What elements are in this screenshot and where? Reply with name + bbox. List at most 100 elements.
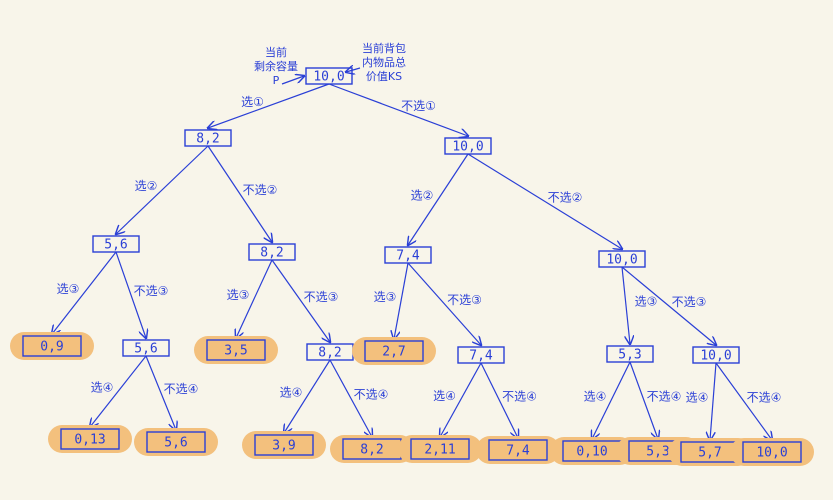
leaf-highlight: [550, 437, 634, 465]
tree-edge: [329, 359, 372, 437]
edge-label: 不选②: [548, 191, 583, 205]
node-label: 8,2: [196, 132, 219, 147]
edge-label: 不选③: [304, 290, 339, 304]
edge-label: 选③: [227, 288, 250, 302]
node-box: [206, 339, 266, 361]
state-node: 10,0: [444, 137, 492, 155]
state-node: 10,0: [598, 250, 646, 268]
leaf-node: 0,10: [550, 437, 634, 465]
edge-label: 不选④: [354, 388, 389, 402]
leaf-node: 5,7: [668, 438, 752, 466]
state-node: 10,0: [305, 67, 353, 85]
leaf-highlight: [668, 438, 752, 466]
node-label: 10,0: [313, 70, 344, 85]
node-label: 10,0: [452, 140, 483, 155]
state-node: 5,3: [606, 345, 654, 363]
annotation-current-value: 内物品总: [362, 55, 406, 69]
tree-edge: [284, 359, 331, 433]
node-box: [742, 441, 802, 463]
annotation-current-value: 价值KS: [366, 70, 402, 83]
leaf-node: 3,5: [194, 336, 278, 364]
edge-label: 选④: [280, 386, 303, 400]
node-label: 5,7: [698, 446, 721, 461]
state-node: 8,2: [248, 243, 296, 261]
node-box: [598, 250, 646, 268]
node-box: [384, 246, 432, 264]
state-node: 10,0: [692, 346, 740, 364]
node-label: 5,6: [134, 342, 157, 357]
node-label: 5,6: [104, 238, 127, 253]
tree-edge: [207, 145, 272, 242]
tree-edge: [592, 361, 631, 439]
edge-label: 不选③: [672, 295, 707, 309]
edge-label: 不选②: [243, 183, 278, 197]
node-label: 10,0: [756, 446, 787, 461]
tree-edge: [328, 83, 468, 136]
state-node: 8,2: [306, 343, 354, 361]
edge-label: 不选③: [447, 293, 482, 307]
node-label: 5,3: [646, 445, 669, 460]
node-label: 2,7: [382, 345, 405, 360]
edge-label: 不选④: [164, 382, 199, 396]
edge-label: 选①: [241, 95, 264, 109]
state-node: 5,6: [122, 339, 170, 357]
leaf-highlight: [330, 435, 414, 463]
leaf-node: 0,13: [48, 425, 132, 453]
node-label: 10,0: [700, 349, 731, 364]
tree-edge: [407, 262, 481, 345]
tree-nodes: 10,0 8,2 10,0 5,6 8,2 7,4 10,0 0,9 5,6 3,5 8,2 2,7 7…: [10, 67, 814, 466]
leaf-highlight: [398, 435, 482, 463]
node-label: 0,10: [576, 445, 607, 460]
state-node: 5,6: [92, 235, 140, 253]
node-label: 8,2: [360, 443, 383, 458]
tree-edge: [715, 362, 772, 440]
tree-edge: [440, 362, 482, 437]
leaf-node: 5,6: [134, 428, 218, 456]
node-box: [248, 243, 296, 261]
annotation-remaining-capacity: 剩余容量: [254, 59, 298, 73]
leaf-node: 2,7: [352, 337, 436, 365]
annotation-remaining-capacity: 当前: [265, 45, 287, 59]
leaf-node: 7,4: [476, 436, 560, 464]
state-node: 7,4: [457, 346, 505, 364]
annotation-pointer: [346, 68, 361, 72]
node-label: 8,2: [260, 246, 283, 261]
leaf-node: 10,0: [730, 438, 814, 466]
node-box: [457, 346, 505, 364]
leaf-highlight: [352, 337, 436, 365]
node-label: 3,9: [272, 439, 295, 454]
leaf-node: 2,11: [398, 435, 482, 463]
node-box: [146, 431, 206, 453]
node-label: 7,4: [506, 444, 530, 459]
edge-label: 选③: [374, 290, 397, 304]
tree-edge: [90, 355, 147, 427]
tree-edge: [394, 262, 409, 339]
node-label: 0,9: [40, 340, 63, 355]
node-label: 7,4: [396, 249, 420, 264]
node-label: 0,13: [74, 433, 105, 448]
tree-edge: [629, 361, 658, 439]
node-label: 5,6: [164, 436, 187, 451]
node-box: [92, 235, 140, 253]
tree-edge: [116, 145, 209, 234]
edge-label: 选④: [686, 391, 709, 405]
annotation-current-value: 当前背包: [362, 41, 406, 55]
node-box: [122, 339, 170, 357]
node-box: [692, 346, 740, 364]
tree-edge: [710, 362, 717, 440]
annotation-pointer: [281, 76, 304, 85]
leaf-node: 3,9: [242, 431, 326, 459]
edge-label: 选④: [91, 381, 114, 395]
node-label: 3,5: [224, 344, 247, 359]
edge-label: 不选④: [647, 390, 682, 404]
leaf-highlight: [48, 425, 132, 453]
leaf-highlight: [194, 336, 278, 364]
leaf-highlight: [242, 431, 326, 459]
node-box: [364, 340, 424, 362]
node-label: 5,3: [618, 348, 641, 363]
edge-label: 不选④: [747, 391, 782, 405]
tree-edge: [467, 153, 622, 249]
